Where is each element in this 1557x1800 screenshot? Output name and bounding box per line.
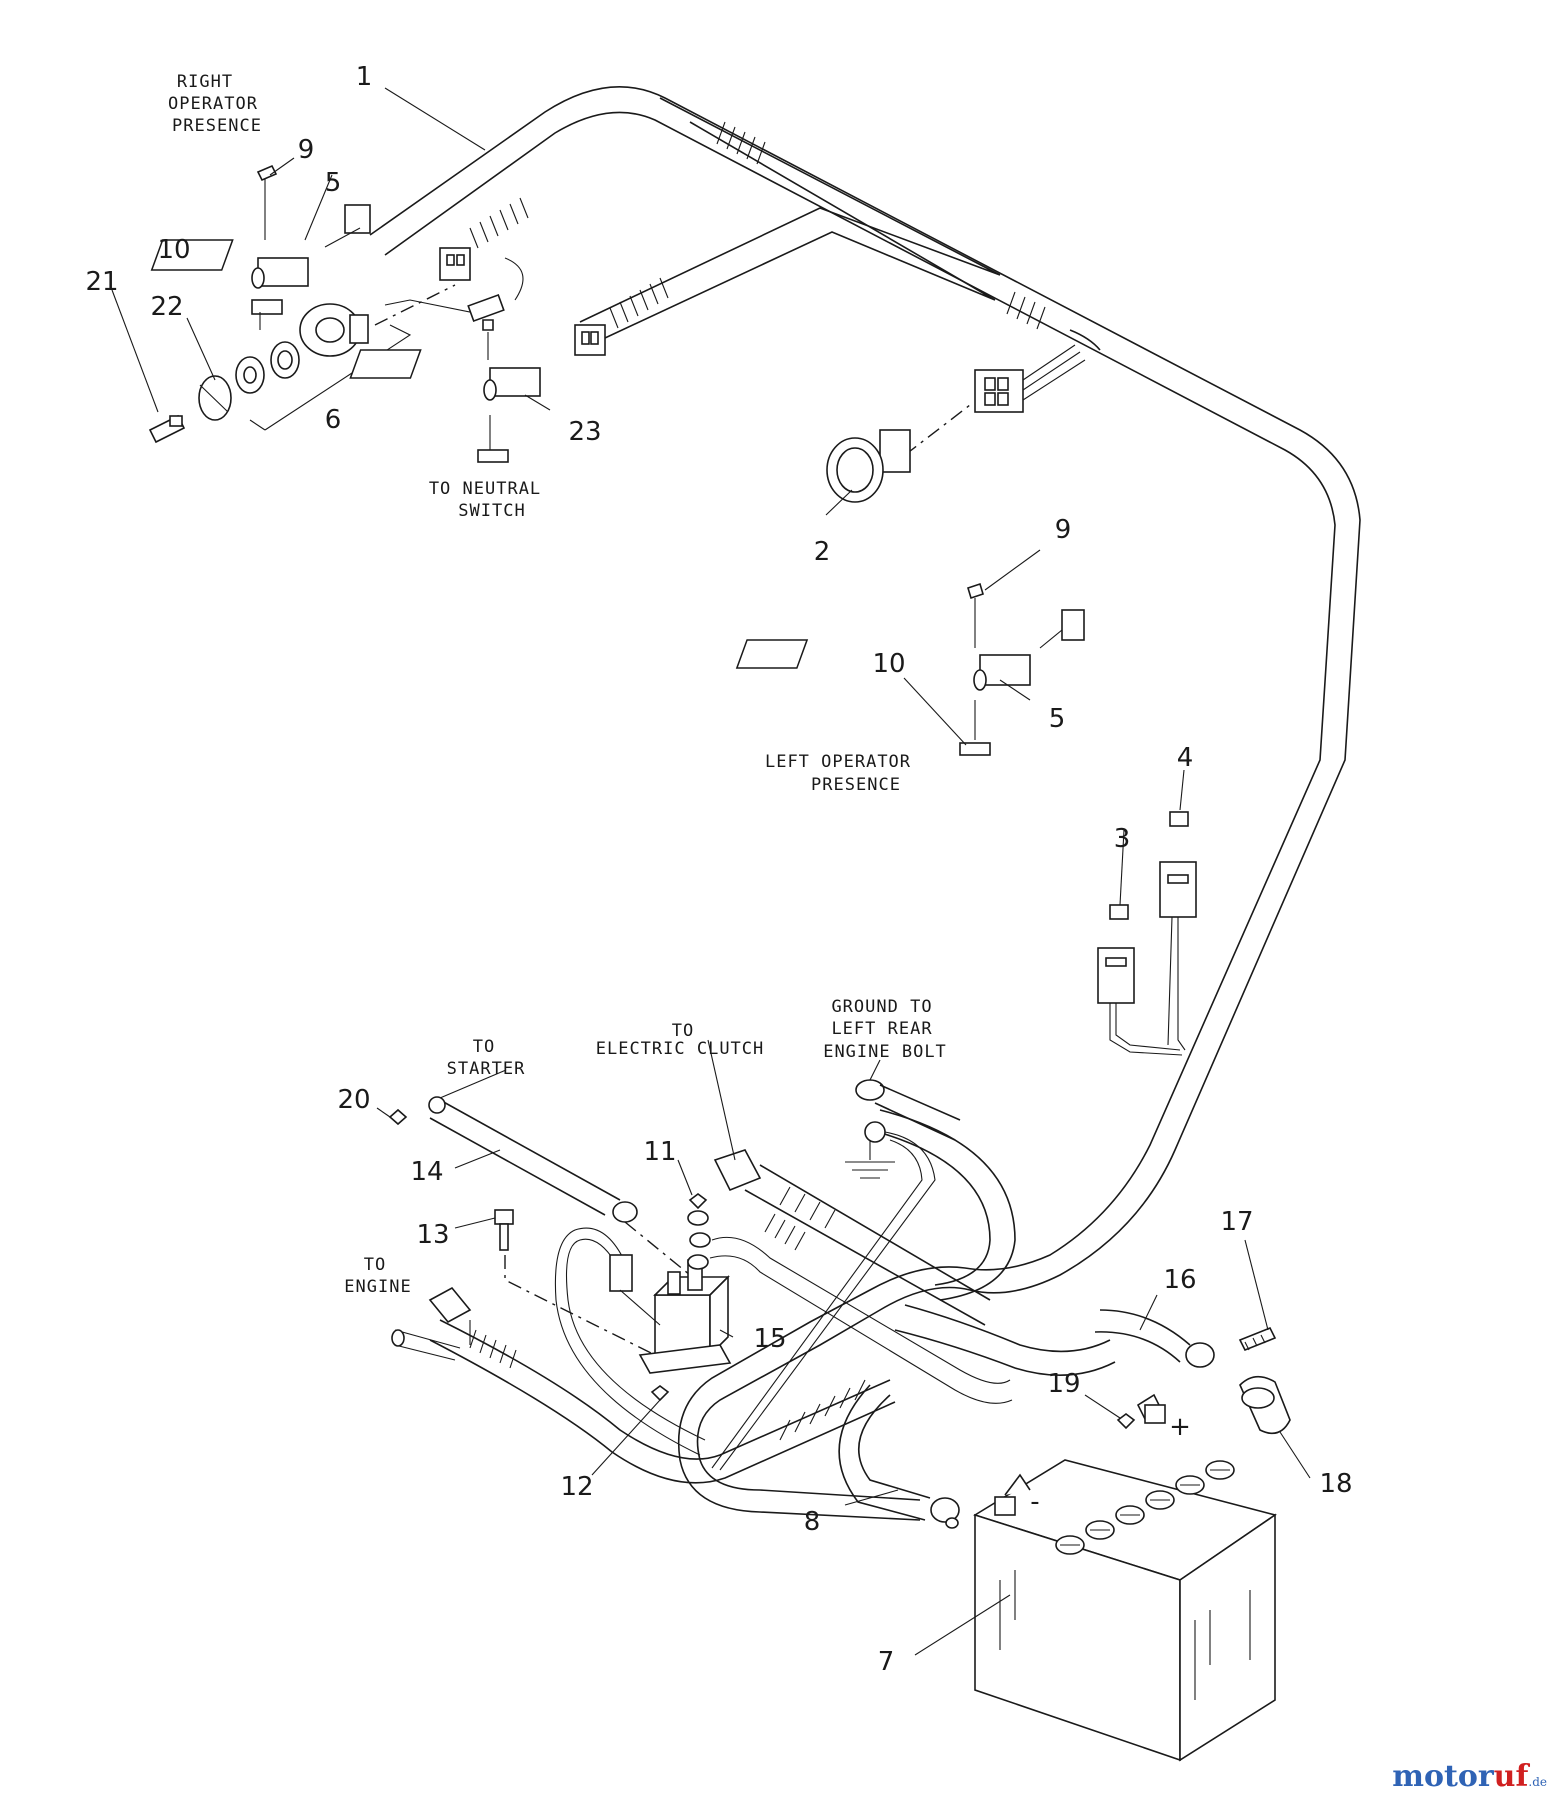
part-number-7: 7 <box>878 1647 895 1677</box>
connector-top-cluster <box>439 247 524 323</box>
left-operator-switch <box>735 582 1085 756</box>
caption-engine-2: ENGINE <box>344 1277 411 1297</box>
part-number-13: 13 <box>416 1220 449 1250</box>
right-operator-switch <box>150 175 371 330</box>
caption-ground-2: LEFT REAR <box>831 1019 932 1039</box>
caption-clutch-1: TO <box>672 1021 694 1041</box>
caption-right-operator-2: OPERATOR <box>168 94 258 114</box>
battery-negative-sign: - <box>1030 1487 1039 1517</box>
captions: RIGHT OPERATOR PRESENCE TO NEUTRAL SWITC… <box>168 72 947 1297</box>
ignition-switch <box>148 284 486 444</box>
watermark: motoruf.de <box>1392 1759 1547 1794</box>
part-number-11: 11 <box>643 1137 676 1167</box>
part-number-8: 8 <box>804 1507 821 1537</box>
part-number-1: 1 <box>356 62 373 92</box>
part-number-18: 18 <box>1319 1469 1352 1499</box>
watermark-suffix: .de <box>1528 1775 1547 1789</box>
part-number-15: 15 <box>753 1324 786 1354</box>
battery <box>973 1404 1277 1762</box>
part-number-16: 16 <box>1163 1265 1196 1295</box>
caption-neutral-1: TO NEUTRAL <box>429 479 541 499</box>
main-harness <box>369 86 1361 1521</box>
solenoid <box>494 1209 732 1456</box>
part-number-20: 20 <box>337 1085 370 1115</box>
watermark-brand-a: motor <box>1392 1759 1494 1794</box>
socket-2 <box>826 344 1086 503</box>
bracket-6 <box>249 324 412 431</box>
leader-lines <box>111 87 1311 1656</box>
caption-right-operator-3: PRESENCE <box>172 116 262 136</box>
part-numbers: 1 9 5 10 21 22 6 23 2 9 10 5 4 3 20 14 1… <box>85 62 1352 1677</box>
part-number-12: 12 <box>560 1472 593 1502</box>
part-number-4: 4 <box>1177 743 1194 773</box>
caption-engine-1: TO <box>364 1255 386 1275</box>
nuts-11 <box>687 1193 711 1270</box>
caption-ground-3: ENGINE BOLT <box>823 1042 947 1062</box>
ground-cable <box>711 1079 961 1471</box>
battery-negative-cable <box>838 1384 960 1529</box>
part-number-9-top: 9 <box>298 135 315 165</box>
caption-neutral-2: SWITCH <box>458 501 525 521</box>
part-number-10-mid: 10 <box>872 649 905 679</box>
part-number-14: 14 <box>410 1157 443 1187</box>
caption-clutch-2: ELECTRIC CLUTCH <box>596 1039 765 1059</box>
part-number-5-mid: 5 <box>1049 704 1066 734</box>
part-number-21: 21 <box>85 267 118 297</box>
caption-starter-1: TO <box>473 1037 495 1057</box>
battery-positive-cable <box>1094 1309 1291 1435</box>
screw-9-top <box>256 164 278 182</box>
battery-positive-sign: + <box>1169 1412 1191 1442</box>
part-number-23: 23 <box>568 417 601 447</box>
part-number-5-top: 5 <box>325 168 342 198</box>
engine-leads <box>391 1286 472 1361</box>
caption-ground-1: GROUND TO <box>831 997 932 1017</box>
part-number-2: 2 <box>814 537 831 567</box>
part-number-17: 17 <box>1220 1207 1253 1237</box>
caption-starter-2: STARTER <box>447 1059 526 1079</box>
fuse-holders <box>1097 811 1197 1056</box>
part-number-19: 19 <box>1047 1369 1080 1399</box>
part-number-3: 3 <box>1114 824 1131 854</box>
part-number-9-mid: 9 <box>1055 515 1072 545</box>
watermark-brand-b: uf <box>1493 1759 1529 1794</box>
caption-right-operator-1: RIGHT <box>177 72 233 92</box>
starter-cable <box>388 1096 691 1276</box>
part-number-22: 22 <box>150 292 183 322</box>
part-number-10-top: 10 <box>157 235 190 265</box>
part-number-6: 6 <box>325 405 342 435</box>
caption-left-operator-1: LEFT OPERATOR <box>765 752 911 772</box>
caption-left-operator-2: PRESENCE <box>811 775 901 795</box>
neutral-switch <box>349 319 606 463</box>
